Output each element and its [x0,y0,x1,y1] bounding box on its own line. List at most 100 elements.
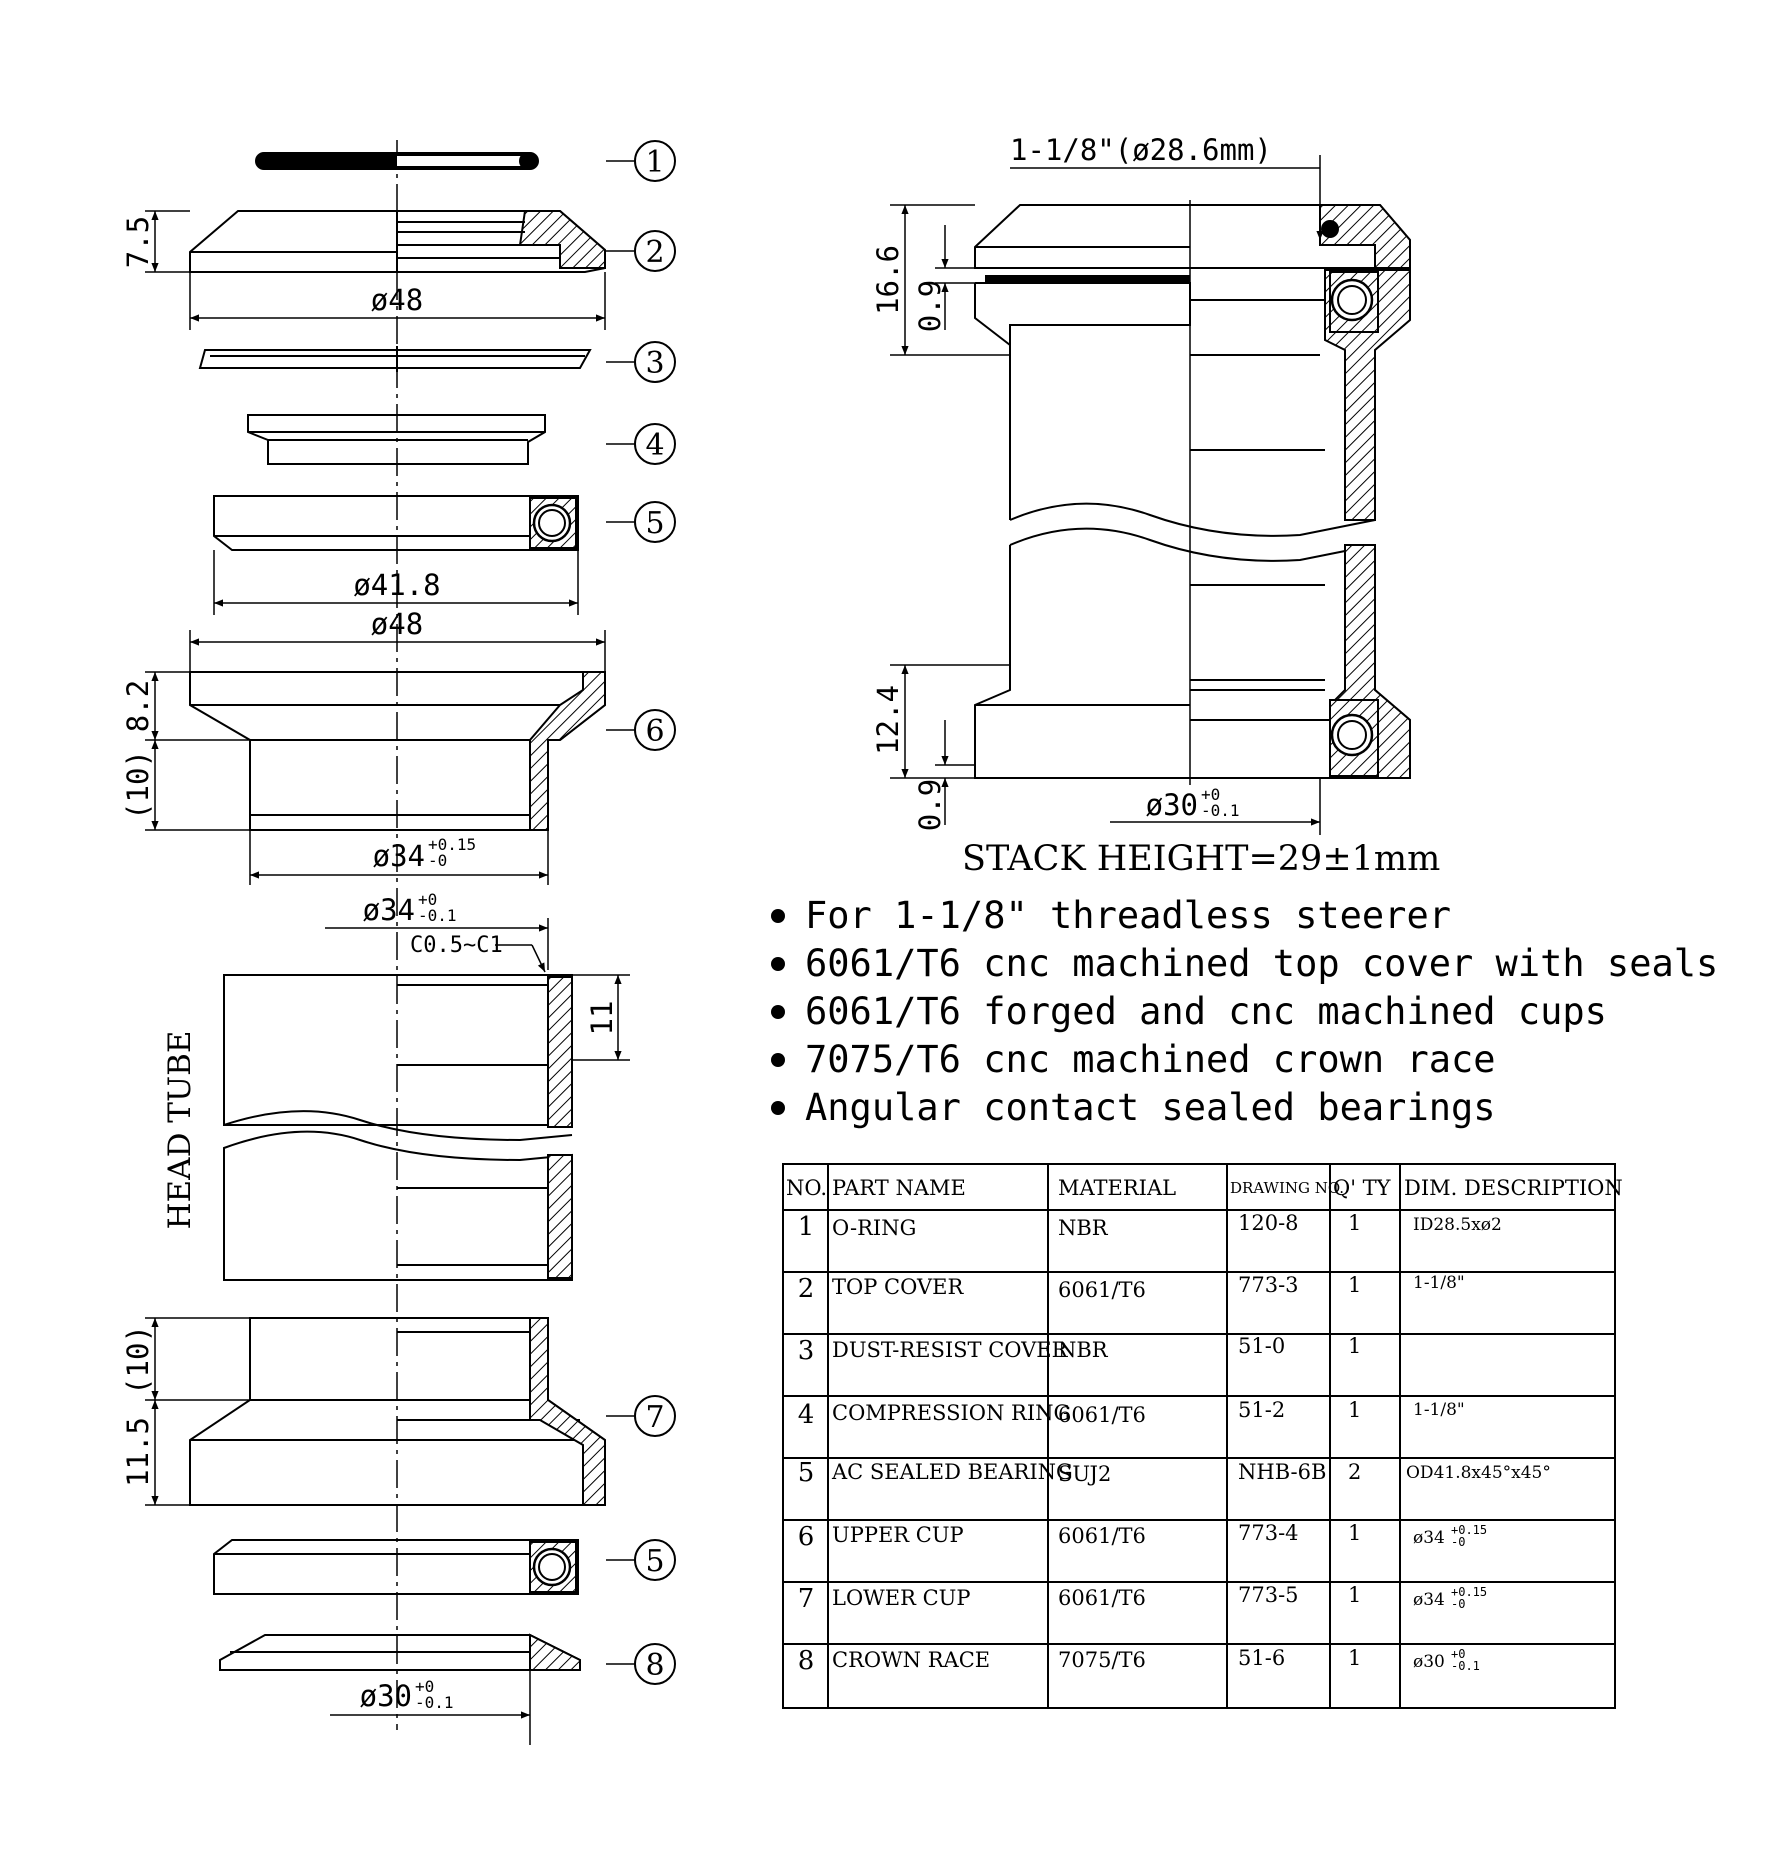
tol-headtube: +0-0.1 [418,890,457,925]
table-cell: NBR [1058,1216,1109,1240]
table-cell: 7 [798,1584,815,1614]
callout-8 [634,1643,676,1685]
callout-5a [634,501,676,543]
callout-text: 2 [645,235,664,270]
table-cell: 773-3 [1238,1273,1299,1297]
table-cell: COMPRESSION RING [832,1401,1070,1425]
dim-headtube-diameter: ø34 [363,893,415,927]
part-7-lower-cup [189,1317,606,1506]
stack-height: STACK HEIGHT=29±1mm [962,839,1440,879]
table-cell: LOWER CUP [832,1586,970,1610]
callout-text: 8 [645,1648,664,1683]
callouts [634,140,676,1685]
tol-cup-insert: +0.15-0 [428,835,476,870]
table-header: Q' TY [1333,1176,1392,1200]
callout-text: 1 [645,145,664,180]
part-4-compression-ring [247,414,546,465]
part-5-bearing-lower [213,1539,579,1595]
dim-lower-cup-height: 11.5 [121,1417,155,1487]
assembly-dimensions [890,155,1324,835]
table-cell: 1-1/8" [1413,1273,1465,1293]
table-cell: 5 [798,1458,815,1488]
part-3-dust-cover [198,346,592,372]
table-cell: 1 [1348,1398,1361,1422]
table-cell: 7075/T6 [1058,1648,1146,1672]
parts-table-grid [782,1163,1616,1709]
dim-assembly-bottom-height: 12.4 [871,685,905,755]
dim-assembly-top-height: 16.6 [871,245,905,315]
dim-cup-height: 8.2 [121,680,155,732]
dim-crown-race-diameter: ø30 [360,1679,412,1713]
table-cell: 1 [1348,1211,1361,1235]
table-cell: 1 [1348,1334,1361,1358]
feature-item: 6061/T6 forged and cnc machined cups [805,990,1607,1033]
table-header: DRAWING NO. [1230,1179,1344,1197]
dim-assembly-bottom-gap: 0.9 [913,779,947,831]
table-cell: 1 [1348,1273,1361,1297]
dim-assembly-crown: ø30 [1146,788,1198,822]
table-cell: 6 [798,1522,815,1552]
table-cell: TOP COVER [832,1275,964,1299]
table-cell: 2 [798,1274,815,1304]
table-cell: 6061/T6 [1058,1403,1146,1427]
tol-crown-race: +0-0.1 [415,1677,454,1712]
table-cell: 6061/T6 [1058,1278,1146,1302]
table-cell: 1 [1348,1583,1361,1607]
callout-1 [634,140,676,182]
dim-chamfer: C0.5~C1 [410,933,503,958]
table-cell: 8 [798,1646,815,1676]
feature-item: Angular contact sealed bearings [805,1086,1496,1129]
callout-text: 6 [645,714,664,749]
table-cell: ø34 [1413,1590,1445,1610]
table-header: MATERIAL [1058,1176,1176,1200]
table-cell: AC SEALED BEARING [831,1460,1073,1484]
part-8-crown-race [219,1633,581,1671]
assembly-view [974,200,1411,785]
table-cell: DUST-RESIST COVER [832,1338,1069,1362]
table-cell: SUJ2 [1058,1462,1111,1486]
table-cell: NBR [1058,1338,1109,1362]
table-header: PART NAME [832,1176,966,1200]
table-cell: 51-2 [1238,1398,1285,1422]
part-1-o-ring [255,152,539,170]
table-cell: ø34 [1413,1528,1445,1548]
parts-table-header: NO. PART NAME MATERIAL DRAWING NO. Q' TY… [786,1176,1623,1200]
dim-cup-insert-height: (10) [121,750,155,820]
table-cell: CROWN RACE [832,1648,990,1672]
table-cell: 120-8 [1238,1211,1299,1235]
table-cell: 1 [1348,1521,1361,1545]
part-2-top-cover [189,210,606,273]
feature-item: 7075/T6 cnc machined crown race [805,1038,1496,1081]
callout-text: 3 [645,346,664,381]
table-cell: O-RING [832,1216,916,1240]
head-tube-label: HEAD TUBE [162,1031,198,1230]
table-cell: 773-5 [1238,1583,1299,1607]
table-cell: 2 [1348,1460,1361,1484]
table-cell: 773-4 [1238,1521,1299,1545]
dim-top-cover-height: 7.5 [121,216,155,268]
callout-text: 5 [645,1544,664,1579]
callout-2 [634,230,676,272]
feature-item: For 1-1/8" threadless steerer [805,894,1451,937]
table-cell: 51-6 [1238,1646,1285,1670]
feature-item: 6061/T6 cnc machined top cover with seal… [805,942,1718,985]
table-cell: 1-1/8" [1413,1400,1465,1420]
table-cell: 1 [798,1212,815,1242]
table-cell: 6061/T6 [1058,1586,1146,1610]
dim-lower-insert-height: (10) [121,1325,155,1395]
table-tolerance: +0-0.1 [1451,1647,1480,1673]
callout-leaders [606,160,635,1665]
exploded-dimensions [145,210,630,1745]
table-cell: UPPER CUP [832,1523,964,1547]
table-cell: 51-0 [1238,1334,1285,1358]
dim-headtube-inset: 11 [585,1001,619,1036]
table-header: DIM. DESCRIPTION [1404,1176,1623,1200]
dim-top-cover-diameter: ø48 [371,283,423,317]
parts-table-body: 1 O-RING NBR 120-8 1 ID28.5xø2 2 TOP COV… [798,1211,1551,1676]
dim-cup-insert-diameter: ø34 [373,839,425,873]
table-cell: ø30 [1413,1652,1445,1672]
callout-7 [634,1395,676,1437]
table-cell: 6061/T6 [1058,1524,1146,1548]
table-cell: ID28.5xø2 [1413,1215,1502,1235]
